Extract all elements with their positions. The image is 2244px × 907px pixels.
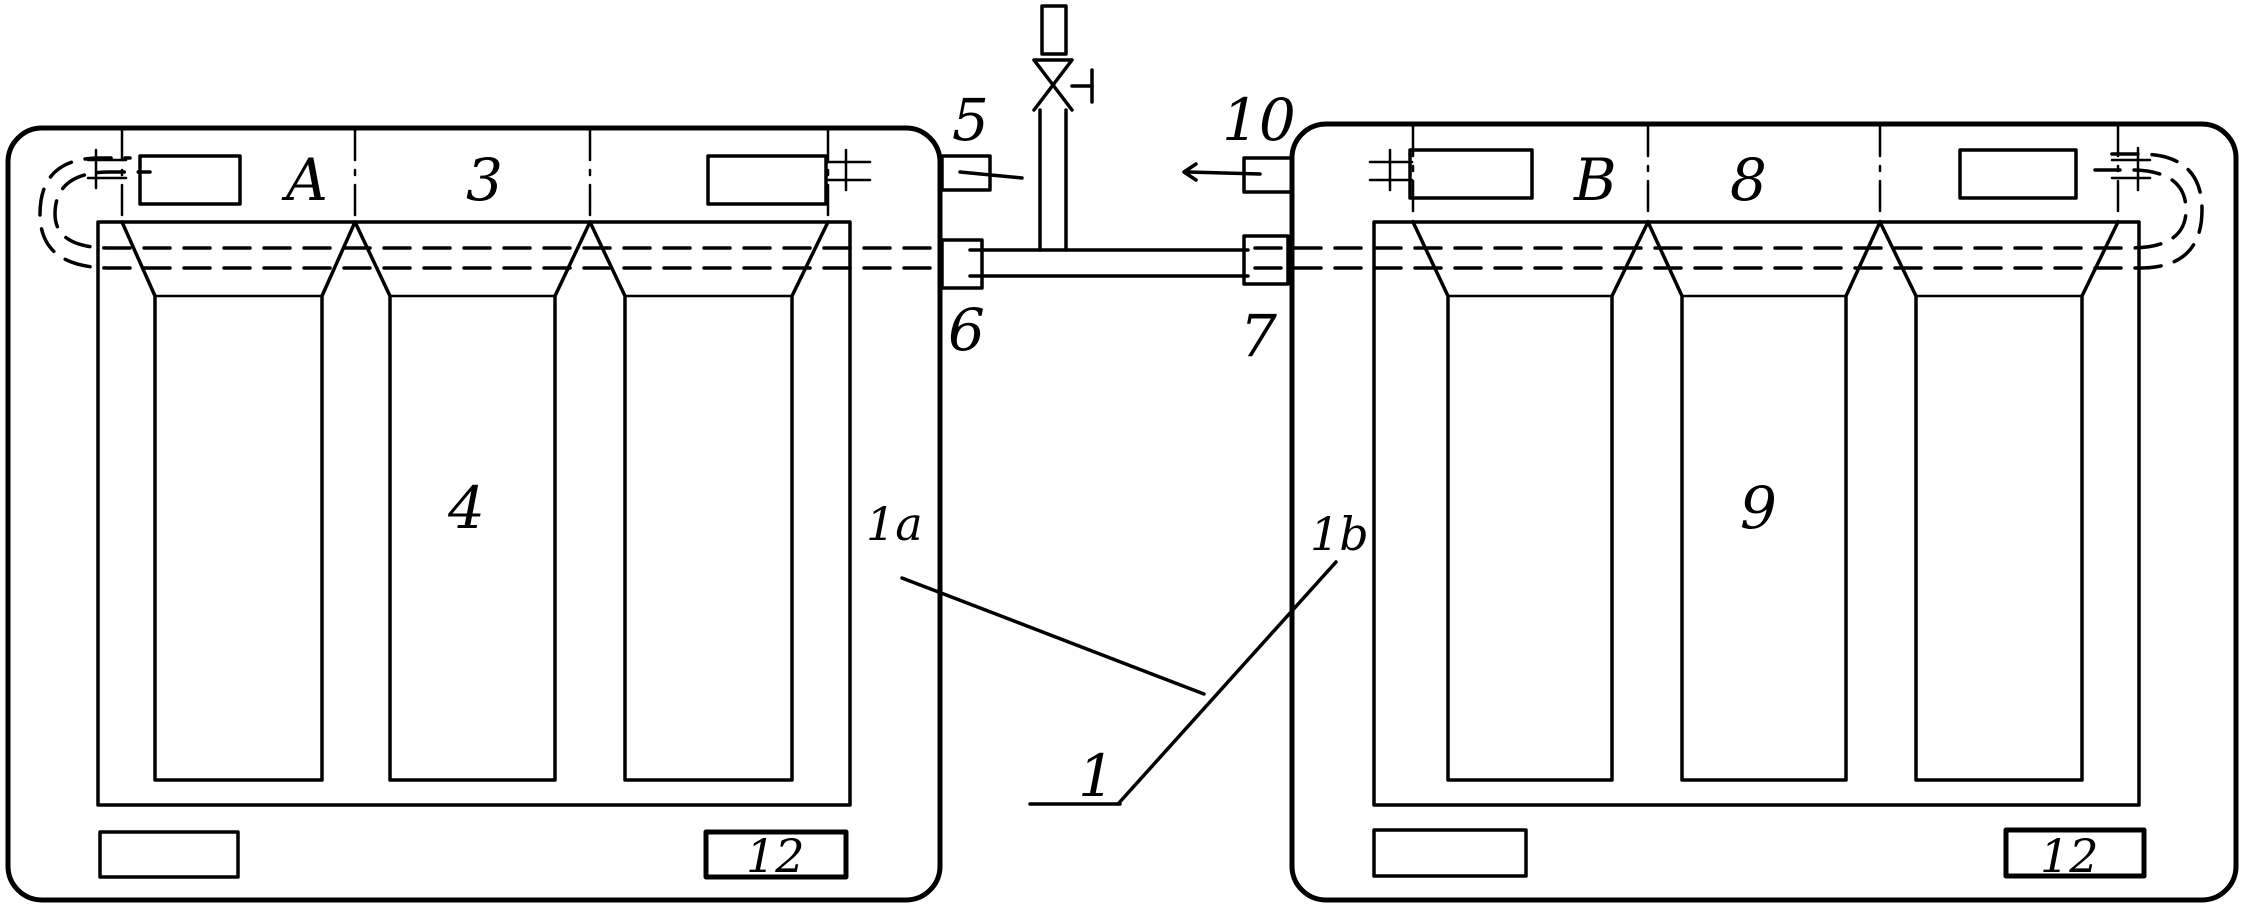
label-12-left: 12	[746, 829, 805, 883]
left-bottom-box	[98, 830, 240, 879]
connector-6	[940, 238, 984, 290]
right-dashed-tube	[1253, 168, 2188, 250]
right-bag-2	[1646, 220, 1882, 782]
left-bag-3	[588, 220, 830, 782]
label-1: 1	[1078, 742, 1115, 810]
right-inner-frame	[1372, 220, 2141, 807]
label-1b: 1b	[1310, 507, 1369, 561]
right-housing	[1289, 121, 2239, 903]
right-bag-1	[1411, 220, 1650, 782]
valve-icon	[1032, 58, 1074, 112]
label-8: 8	[1730, 146, 1767, 214]
label-7: 7	[1240, 302, 1277, 370]
left-top-box-1	[138, 154, 242, 206]
label-3: 3	[466, 146, 503, 214]
connector-7	[1242, 234, 1290, 286]
left-housing	[5, 125, 943, 903]
right-top-box-2	[1958, 148, 2078, 200]
right-unit	[1253, 121, 2239, 903]
label-10: 10	[1222, 86, 1296, 154]
inlet-5	[940, 154, 992, 192]
label-5: 5	[952, 86, 989, 154]
left-unit	[5, 125, 943, 903]
right-bag-3	[1878, 220, 2120, 782]
label-4: 4	[447, 474, 485, 542]
label-b: B	[1573, 146, 1617, 214]
leader-1a	[900, 576, 1206, 696]
label-9: 9	[1740, 474, 1777, 542]
left-bag-1	[120, 220, 357, 782]
leader-1b	[1116, 560, 1338, 806]
left-dashed-tube	[53, 170, 932, 250]
valve-cap	[1040, 4, 1068, 56]
connecting-piping	[900, 4, 1338, 806]
right-bottom-box	[1372, 828, 1528, 878]
left-bag-2	[353, 220, 592, 782]
left-bottom-box-12	[703, 829, 849, 880]
label-a: A	[281, 146, 328, 214]
right-bottom-box-12	[2003, 827, 2147, 879]
label-6: 6	[948, 296, 985, 364]
left-inner-frame	[96, 220, 852, 807]
label-1a: 1a	[866, 497, 923, 551]
labels: A 3 4 5 6 7 10 B 8 9 1a 1b 1 12 12	[281, 86, 2099, 883]
right-top-box-1	[1408, 148, 1534, 200]
left-top-box-2	[706, 154, 828, 206]
label-12-right: 12	[2040, 829, 2099, 883]
